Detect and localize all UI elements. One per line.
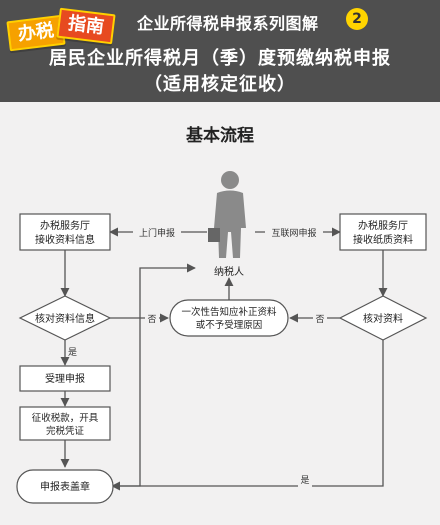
accept-text: 受理申报 — [45, 372, 85, 385]
notice-line2: 或不予受理原因 — [196, 319, 263, 331]
notice-line1: 一次性告知应补正资料 — [181, 306, 277, 318]
collect-box — [19, 406, 111, 441]
check-left-text: 核对资料信息 — [35, 312, 95, 325]
label-online: 互联网申报 — [271, 227, 316, 239]
collect-line2: 完税凭证 — [46, 425, 85, 437]
label-backgrounds — [133, 225, 327, 493]
label-no-left: 否 — [147, 314, 156, 325]
collect-line1: 征收税款，开具 — [32, 412, 99, 424]
header-banner: 办税 指南 企业所得税申报系列图解 2 居民企业所得税月（季）度预缴纳税申报 （… — [0, 0, 440, 102]
left-office-line2: 接收资料信息 — [35, 233, 95, 246]
left-office-line1: 办税服务厅 — [40, 219, 90, 232]
subtitle-line2: （适用核定征收） — [144, 74, 296, 95]
check-right-text: 核对资料 — [363, 312, 403, 325]
label-yes-left: 是 — [68, 347, 77, 358]
accept-box — [19, 365, 111, 392]
subtitle-line1: 居民企业所得税月（季）度预缴纳税申报 — [49, 48, 391, 69]
flow-title: 基本流程 — [186, 126, 254, 146]
check-right-diamond — [338, 295, 428, 341]
taxpayer-label: 纳税人 — [214, 265, 244, 278]
series-number: 2 — [346, 8, 368, 30]
label-yes-bottom: 是 — [300, 475, 309, 486]
label-no-right: 否 — [315, 314, 324, 325]
right-office-line2: 接收纸质资料 — [353, 233, 413, 246]
stamp-box — [16, 469, 114, 504]
series-title: 企业所得税申报系列图解 — [137, 14, 319, 33]
stamp-text: 申报表盖章 — [40, 480, 90, 493]
right-office-box — [339, 213, 427, 251]
right-office-line1: 办税服务厅 — [358, 219, 408, 232]
taxpayer-icon — [208, 171, 246, 258]
check-left-diamond — [18, 295, 112, 341]
left-office-box — [19, 213, 111, 251]
notice-box — [169, 299, 289, 337]
label-onsite: 上门申报 — [139, 227, 175, 239]
